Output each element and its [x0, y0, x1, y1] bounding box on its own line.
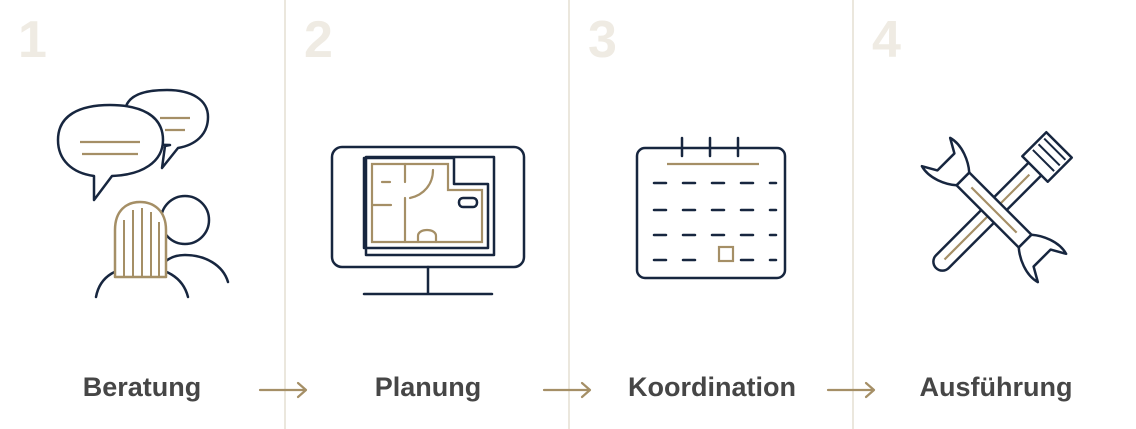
arrow-right-icon [542, 381, 592, 399]
wrench-tools-icon [920, 130, 1074, 284]
step-number: 3 [588, 11, 617, 69]
step-label: Ausführung [919, 372, 1073, 402]
step-number: 4 [872, 11, 901, 69]
step-label: Beratung [82, 372, 202, 402]
arrow-right-icon [258, 381, 308, 399]
step-number: 1 [18, 11, 47, 69]
step-4: 4 Ausführung [852, 0, 1136, 429]
arrow-right-icon [826, 381, 876, 399]
step-2: 2 Planung [284, 0, 568, 429]
step-1: 1 Beratung [0, 0, 284, 429]
calendar-icon [635, 136, 787, 280]
step-number: 2 [304, 11, 333, 69]
monitor-floorplan-icon [330, 145, 526, 296]
step-label: Koordination [628, 372, 796, 402]
chat-people-icon [56, 88, 230, 299]
step-3: 3 Koordination [568, 0, 852, 429]
step-label: Planung [374, 372, 482, 402]
